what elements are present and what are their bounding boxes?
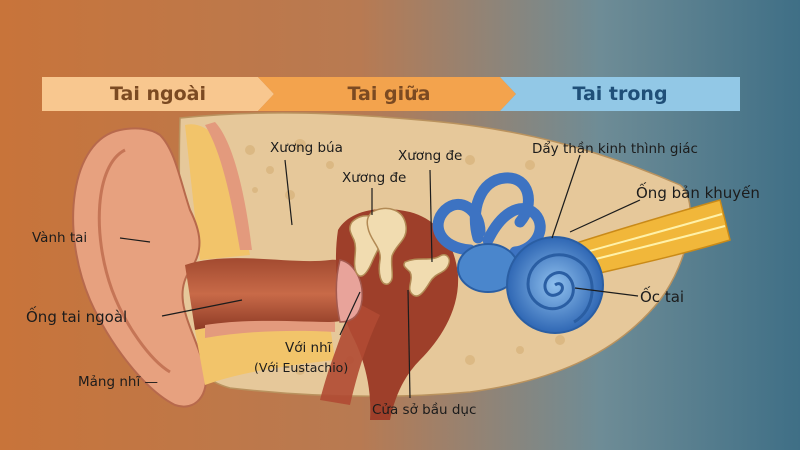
ear-canal-shape	[185, 258, 363, 330]
leader-lines	[119, 154, 641, 399]
label-eardrum: Mảng nhĩ —	[78, 374, 158, 390]
incus-shape	[366, 207, 407, 285]
cochlea-spiral	[526, 253, 594, 324]
label-malleus: Xương búa	[270, 140, 343, 156]
section-outer-ear: Tai ngoài	[110, 83, 206, 105]
upper-skin	[205, 122, 252, 250]
section-middle-ear: Tai giữa	[347, 83, 431, 105]
banner-inner-shape	[500, 77, 740, 111]
banner-middle-shape	[258, 77, 516, 111]
nerve-bundle	[553, 199, 731, 281]
label-cochlea: Ốc tai	[640, 288, 685, 306]
label-ear-canal: Ống tai ngoàl	[26, 308, 128, 326]
label-auricle: Vành tai	[32, 230, 88, 246]
label-eustachian-tube-note: (Với Eustachio)	[254, 360, 349, 375]
label-oval-window: Cửa sở bầu dục	[372, 402, 477, 418]
label-stapes: Xương đe	[398, 148, 463, 164]
upper-tissue	[185, 124, 250, 260]
label-cochlear-nerve: Dẩy thần kinh thình giác	[532, 141, 698, 157]
label-semicircular-canals: Ống bản khuyến	[636, 184, 760, 202]
auricle-inner-fold	[97, 148, 171, 374]
stapes-shape	[403, 254, 451, 297]
banner-outer-shape	[42, 77, 274, 111]
section-inner-ear: Tai trong	[572, 83, 668, 105]
lower-skin	[205, 320, 335, 338]
label-incus: Xương đe	[342, 170, 407, 186]
label-eustachian-tube: Với nhĩ	[285, 340, 332, 356]
lower-tissue	[195, 324, 335, 385]
eustachian-tube-shape	[320, 300, 380, 405]
